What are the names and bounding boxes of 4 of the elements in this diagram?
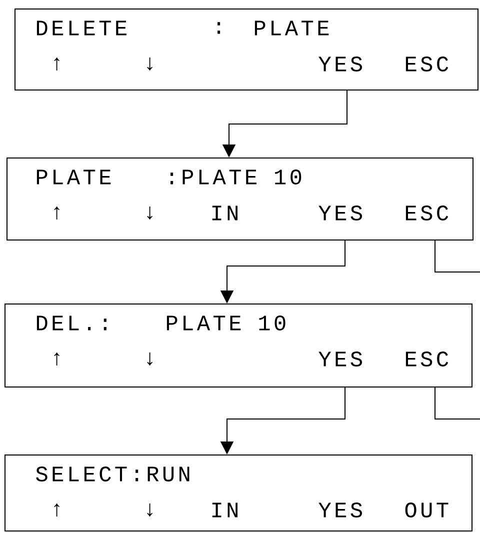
display-screen: DELETE : PLATE ↑ ↓ YES ESC [14,8,478,90]
display-screen: DEL.: PLATE 10 ↑ ↓ YES ESC [4,304,472,388]
display-screen: PLATE :PLATE 10 ↑ ↓ IN YES ESC [6,158,474,240]
display-screen: SELECT:RUN ↑ ↓ IN YES OUT [4,454,472,532]
